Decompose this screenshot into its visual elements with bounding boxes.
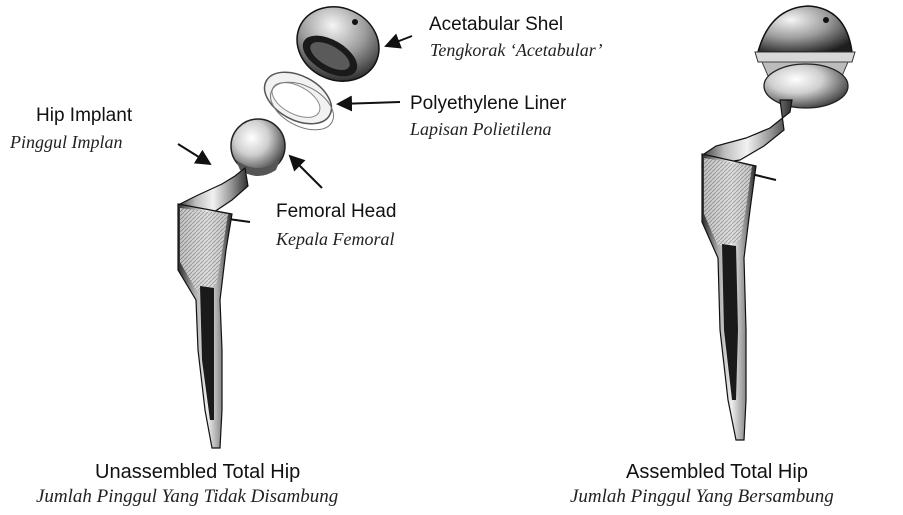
arrow-femoral-head: [290, 156, 322, 188]
arrow-acetabular-shell: [386, 36, 412, 46]
femoral-head-label-ms: Kepala Femoral: [276, 228, 395, 250]
acetabular-shell-label: Acetabular Shel: [429, 14, 563, 36]
unassembled-caption: Unassembled Total Hip: [95, 460, 300, 484]
hip-implant-label-ms: Pinggul Implan: [10, 131, 123, 153]
polyethylene-liner-label: Polyethylene Liner: [410, 93, 566, 115]
femoral-head-label: Femoral Head: [276, 201, 396, 223]
femoral-stem-unassembled: [178, 168, 250, 448]
assembled-caption: Assembled Total Hip: [626, 460, 808, 484]
arrow-hip-implant: [178, 144, 210, 164]
assembled-caption-ms: Jumlah Pinggul Yang Bersambung: [570, 486, 834, 508]
assembled-hip-part: [702, 6, 855, 440]
acetabular-shell-label-ms: Tengkorak ‘Acetabular’: [430, 39, 602, 61]
arrow-polyethylene-liner: [338, 102, 400, 104]
polyethylene-liner-label-ms: Lapisan Polietilena: [410, 118, 552, 140]
hip-implant-label: Hip Implant: [36, 105, 132, 127]
femoral-head-part: [231, 119, 285, 176]
unassembled-caption-ms: Jumlah Pinggul Yang Tidak Disambung: [36, 486, 338, 508]
